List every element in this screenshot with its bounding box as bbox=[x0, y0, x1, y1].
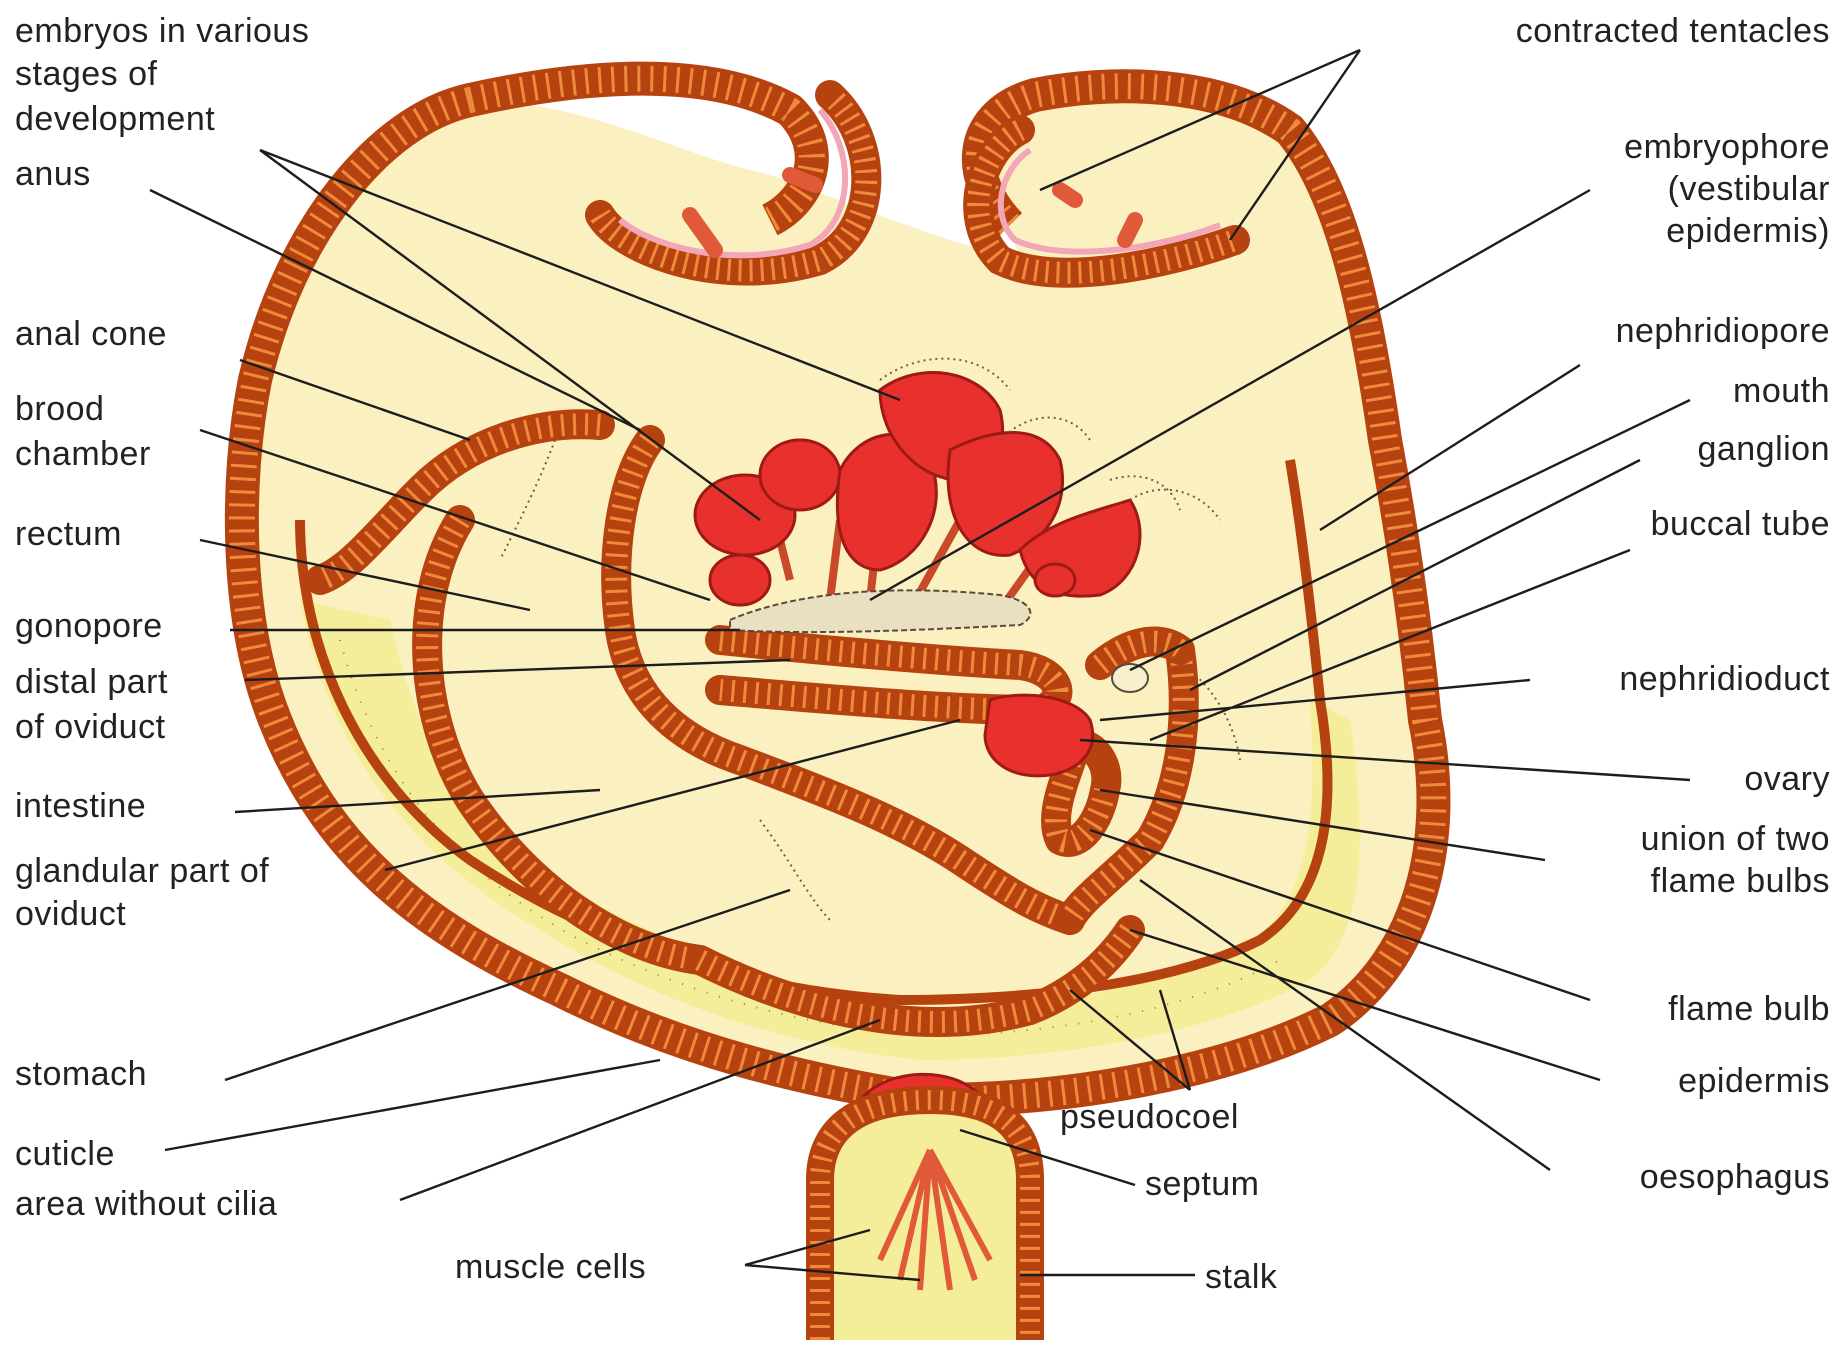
label-contracted-tentacles: contracted tentacles bbox=[1516, 12, 1830, 50]
label-embryophore-1: embryophore bbox=[1624, 128, 1830, 166]
nephridiopore-dot bbox=[1112, 664, 1148, 692]
label-cuticle: cuticle bbox=[15, 1135, 115, 1173]
label-union-1: union of two bbox=[1641, 820, 1830, 858]
label-nephridiopore: nephridiopore bbox=[1616, 312, 1830, 350]
label-intestine: intestine bbox=[15, 787, 146, 825]
label-buccal-tube: buccal tube bbox=[1651, 505, 1830, 543]
label-epidermis: epidermis bbox=[1678, 1062, 1830, 1100]
label-area-without-cilia: area without cilia bbox=[15, 1185, 277, 1223]
labels-right: contracted tentacles embryophore (vestib… bbox=[1516, 12, 1830, 1196]
label-oesophagus: oesophagus bbox=[1640, 1158, 1830, 1196]
label-glandular-2: oviduct bbox=[15, 895, 126, 933]
label-embryos-1: embryos in various bbox=[15, 12, 309, 50]
label-anus: anus bbox=[15, 155, 91, 193]
label-embryos-3: development bbox=[15, 100, 215, 138]
label-embryophore-2: (vestibular bbox=[1668, 170, 1830, 208]
label-flame-bulb: flame bulb bbox=[1668, 990, 1830, 1028]
label-stomach: stomach bbox=[15, 1055, 147, 1093]
label-mouth: mouth bbox=[1733, 372, 1830, 410]
embryo-7-head bbox=[1035, 564, 1075, 596]
ovary bbox=[985, 695, 1093, 776]
label-gonopore: gonopore bbox=[15, 607, 163, 645]
tentacle-left-bud-2 bbox=[790, 175, 815, 185]
tentacle-right-bud-2 bbox=[1125, 220, 1135, 240]
label-pseudocoel: pseudocoel bbox=[1060, 1098, 1239, 1136]
label-brood: brood bbox=[15, 390, 104, 428]
label-anal-cone: anal cone bbox=[15, 315, 167, 353]
label-ovary: ovary bbox=[1744, 760, 1830, 798]
stalk-group bbox=[820, 1074, 1030, 1340]
label-distal-part: distal part bbox=[15, 663, 168, 701]
tentacle-right-bud-1 bbox=[1060, 190, 1075, 200]
label-embryos-2: stages of bbox=[15, 55, 158, 93]
label-ganglion: ganglion bbox=[1697, 430, 1830, 468]
label-stalk: stalk bbox=[1205, 1258, 1278, 1296]
label-muscle-cells: muscle cells bbox=[455, 1248, 646, 1286]
label-septum: septum bbox=[1145, 1165, 1260, 1203]
leader-cuticle bbox=[165, 1060, 660, 1150]
label-nephridioduct: nephridioduct bbox=[1619, 660, 1830, 698]
label-of-oviduct: of oviduct bbox=[15, 708, 166, 746]
embryo-2 bbox=[710, 555, 770, 605]
label-glandular-1: glandular part of bbox=[15, 852, 269, 890]
label-chamber: chamber bbox=[15, 435, 151, 473]
label-union-2: flame bulbs bbox=[1651, 862, 1830, 900]
embryo-3 bbox=[760, 440, 840, 510]
label-rectum: rectum bbox=[15, 515, 122, 553]
label-embryophore-3: epidermis) bbox=[1666, 212, 1830, 250]
